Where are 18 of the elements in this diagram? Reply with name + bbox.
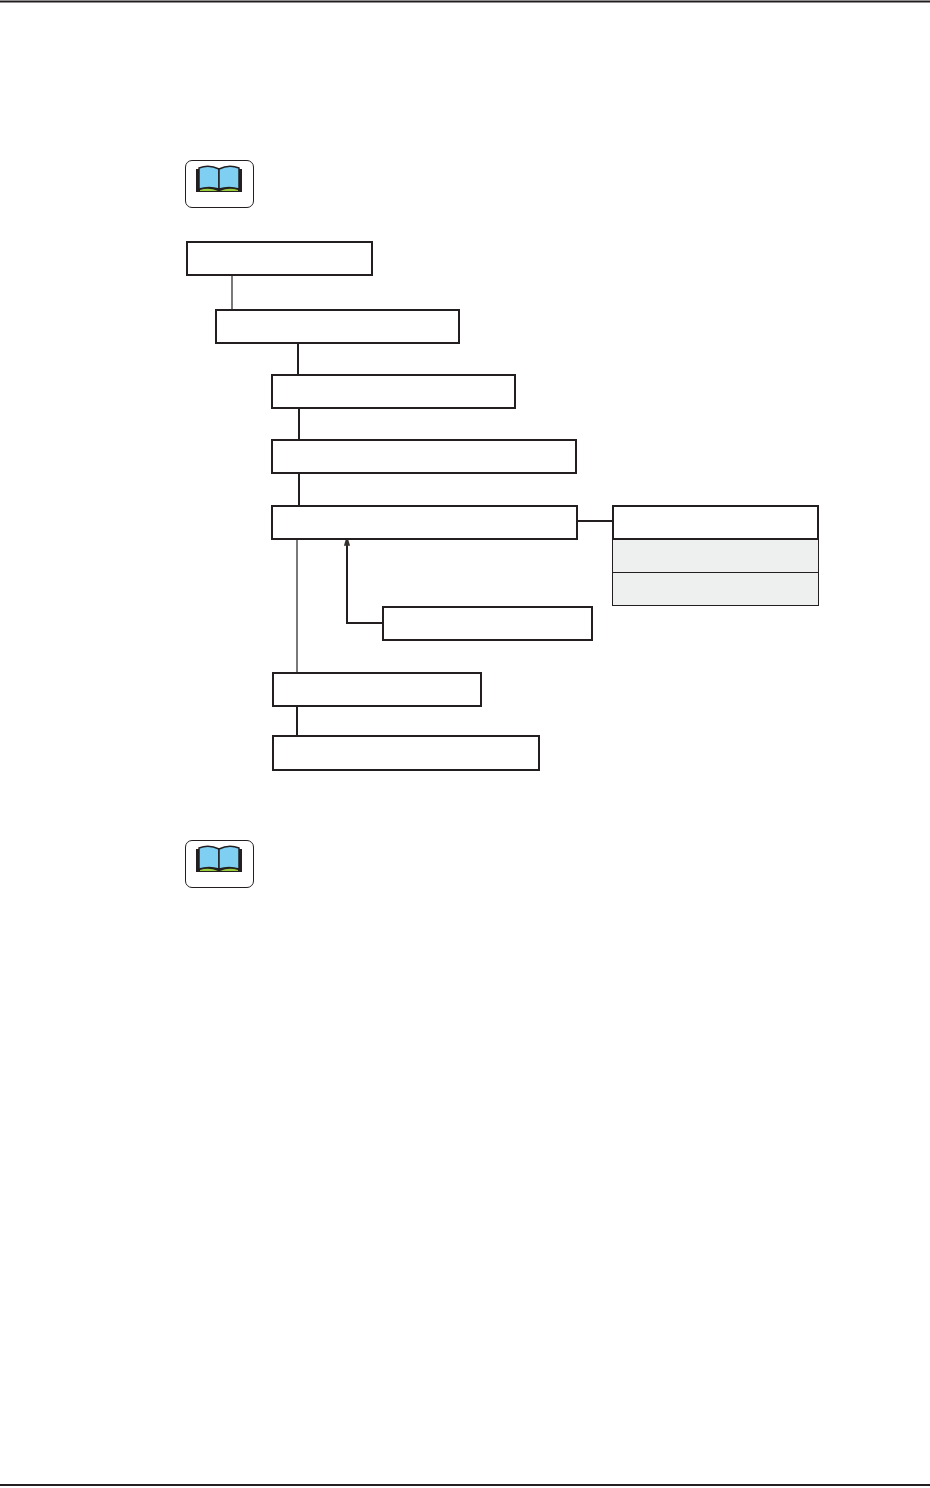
empty-box bbox=[272, 672, 482, 707]
empty-box bbox=[271, 505, 578, 540]
connector-line bbox=[296, 706, 298, 736]
connector-line bbox=[577, 520, 613, 522]
connector-line bbox=[297, 343, 299, 375]
empty-box bbox=[186, 241, 373, 276]
empty-box bbox=[382, 606, 593, 641]
empty-box bbox=[612, 505, 819, 540]
connector-line bbox=[296, 539, 298, 673]
table-row bbox=[612, 572, 819, 606]
table-row bbox=[612, 539, 819, 573]
empty-box bbox=[215, 309, 460, 344]
connector-line bbox=[231, 275, 233, 310]
empty-box bbox=[271, 374, 516, 409]
empty-box bbox=[272, 735, 540, 771]
connector-line bbox=[298, 408, 300, 440]
empty-box bbox=[271, 439, 577, 474]
connector-line bbox=[298, 473, 300, 506]
